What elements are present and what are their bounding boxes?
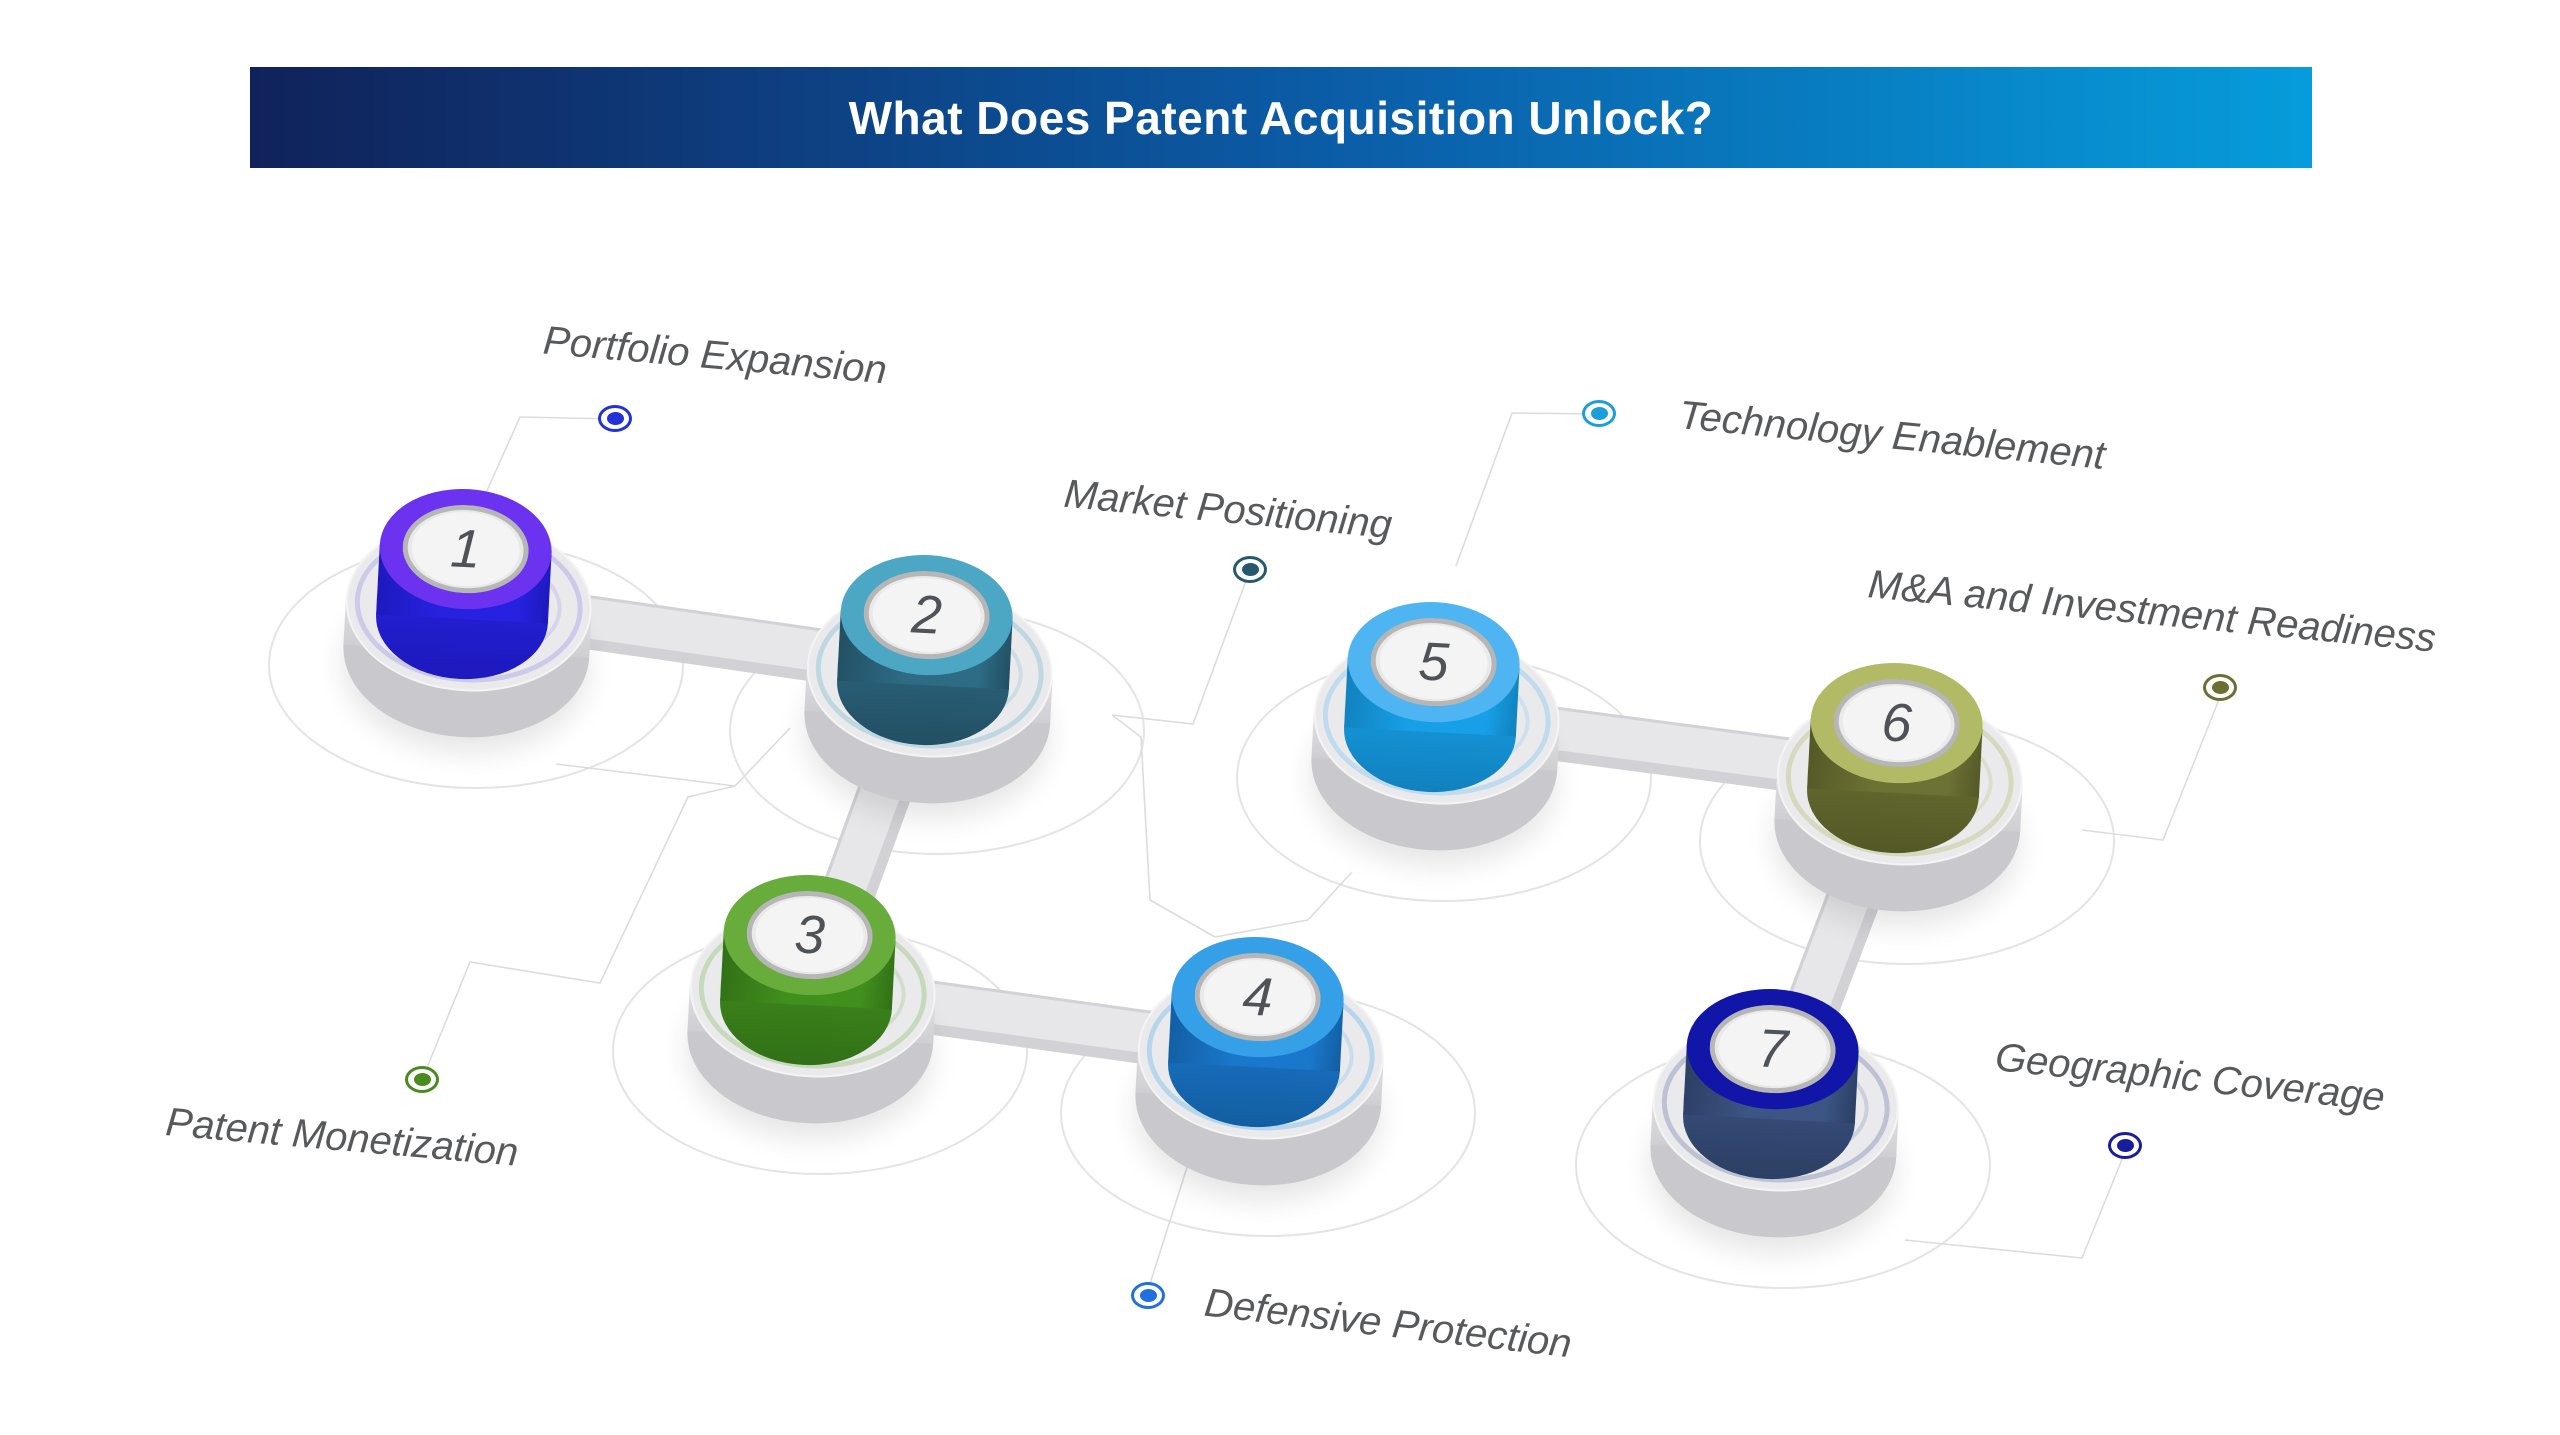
node-number: 7: [1756, 1018, 1790, 1080]
bullet-market-positioning: [1233, 556, 1267, 583]
bullet-dot: [1241, 563, 1259, 576]
bullet-technology-enablement: [1582, 400, 1616, 427]
page-title: What Does Patent Acquisition Unlock?: [848, 91, 1714, 144]
bullet-dot: [2116, 1139, 2134, 1152]
bullet-dot: [1139, 1289, 1157, 1302]
line-floor-c: [555, 763, 736, 787]
line-floor-b: [1214, 871, 1353, 938]
line-label-6: [2081, 696, 2221, 841]
node-ma-investment-readiness: 6: [1745, 636, 2040, 950]
node-number: 3: [793, 904, 827, 966]
bullet-geographic-coverage: [2108, 1132, 2142, 1159]
bullet-dot: [413, 1073, 431, 1086]
line-label-3: [421, 785, 736, 1081]
line-label-2: [1111, 569, 1251, 725]
bullet-dot: [1590, 407, 1608, 420]
bullet-patent-monetization: [405, 1066, 439, 1093]
bullet-ma-investment-readiness: [2203, 674, 2237, 701]
floor-connector-lines: [421, 412, 2221, 1291]
bullet-portfolio-expansion: [598, 405, 632, 432]
node-market-positioning: 2: [775, 528, 1070, 842]
node-defensive-protection: 4: [1106, 910, 1401, 1224]
node-patent-monetization: 3: [658, 848, 953, 1162]
node-portfolio-expansion: 1: [314, 462, 609, 776]
line-label-5: [1455, 412, 1600, 567]
node-number: 1: [449, 518, 483, 580]
bullet-defensive-protection: [1131, 1282, 1165, 1309]
node-technology-enablement: 5: [1282, 575, 1577, 889]
node-number: 4: [1241, 966, 1275, 1028]
line-label-7: [1904, 1151, 2126, 1259]
node-number: 6: [1880, 692, 1914, 754]
line-label-4: [1147, 1157, 1191, 1291]
line-floor-d: [734, 727, 791, 787]
node-geographic-coverage: 7: [1621, 962, 1916, 1276]
node-number: 5: [1417, 631, 1451, 693]
bullet-dot: [2211, 681, 2229, 694]
title-banner: What Does Patent Acquisition Unlock?: [250, 67, 2312, 168]
node-number: 2: [910, 584, 944, 646]
line-floor-a: [1111, 714, 1216, 938]
bullet-dot: [606, 412, 624, 425]
